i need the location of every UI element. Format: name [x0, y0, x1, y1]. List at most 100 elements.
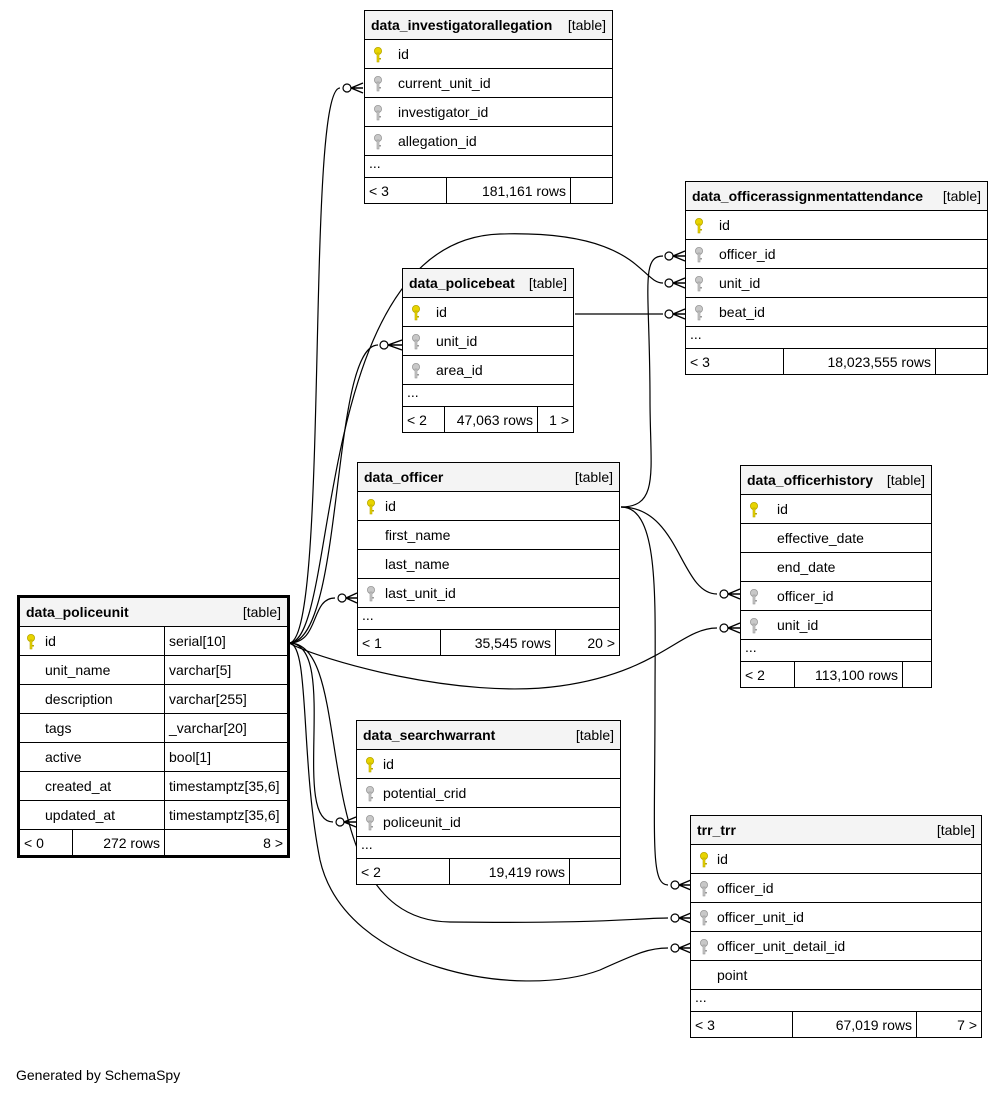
column-row[interactable]: officer_id — [686, 240, 987, 269]
foreign-key-icon — [365, 815, 375, 831]
column-row[interactable]: id — [741, 495, 931, 524]
children-link[interactable] — [935, 349, 987, 374]
edge-officer-trr — [620, 506, 669, 886]
column-row[interactable]: first_name — [358, 521, 619, 550]
column-row[interactable]: id — [691, 845, 981, 874]
children-link[interactable] — [570, 178, 612, 203]
column-row[interactable]: unit_id — [403, 327, 573, 356]
parents-link[interactable]: < 2 — [361, 863, 381, 880]
parents-link[interactable]: < 1 — [362, 634, 382, 651]
column-row[interactable]: officer_id — [691, 874, 981, 903]
children-link[interactable]: 8 > — [164, 830, 287, 855]
row-count: 47,063 rows — [444, 407, 537, 432]
column-row[interactable]: beat_id — [686, 298, 987, 327]
table-type: [table] — [574, 469, 613, 485]
primary-key-icon — [365, 757, 375, 773]
parents-link[interactable]: < 3 — [695, 1016, 715, 1033]
table-type: [table] — [575, 727, 614, 743]
table-trr[interactable]: trr_trr [table] id officer_id officer_un… — [690, 815, 982, 1038]
children-link[interactable]: 1 > — [537, 407, 573, 432]
table-type: [table] — [567, 17, 606, 33]
parents-link[interactable]: < 2 — [745, 666, 765, 683]
parents-link[interactable]: < 0 — [24, 834, 44, 851]
table-type: [table] — [886, 472, 925, 488]
children-link[interactable] — [902, 662, 931, 687]
column-row[interactable]: unit_id — [741, 611, 931, 640]
column-row[interactable]: unit_id — [686, 269, 987, 298]
edge-policeunit-officer — [288, 597, 336, 644]
column-row[interactable]: id — [357, 750, 620, 779]
table-type: [table] — [942, 188, 981, 204]
column-row[interactable]: id — [365, 40, 612, 69]
foreign-key-icon — [749, 618, 759, 634]
row-count: 18,023,555 rows — [783, 349, 935, 374]
table-name[interactable]: data_policeunit — [26, 604, 129, 620]
table-type: [table] — [528, 275, 567, 291]
table-officerhistory[interactable]: data_officerhistory [table] id effective… — [740, 465, 932, 688]
table-name[interactable]: trr_trr — [697, 822, 736, 838]
column-row[interactable]: allegation_id — [365, 127, 612, 156]
edge-policeunit-investigatorallegation — [288, 87, 341, 644]
foreign-key-icon — [373, 105, 383, 121]
more-columns: ... — [403, 384, 573, 407]
column-row[interactable]: tags_varchar[20] — [20, 714, 287, 743]
more-columns: ... — [365, 155, 612, 178]
column-row[interactable]: current_unit_id — [365, 69, 612, 98]
children-link[interactable] — [569, 859, 620, 884]
column-row[interactable]: area_id — [403, 356, 573, 385]
primary-key-icon — [26, 634, 36, 650]
column-row[interactable]: id — [358, 492, 619, 521]
column-type: varchar[5] — [164, 656, 231, 684]
table-name[interactable]: data_officer — [364, 469, 444, 485]
more-columns: ... — [686, 326, 987, 349]
children-link[interactable]: 7 > — [916, 1012, 981, 1037]
column-row[interactable]: id — [686, 211, 987, 240]
column-row[interactable]: officer_id — [741, 582, 931, 611]
column-row[interactable]: officer_unit_id — [691, 903, 981, 932]
table-investigatorallegation[interactable]: data_investigatorallegation [table] id c… — [364, 10, 613, 204]
column-row[interactable]: effective_date — [741, 524, 931, 553]
column-row[interactable]: id — [403, 298, 573, 327]
foreign-key-icon — [373, 76, 383, 92]
primary-key-icon — [411, 305, 421, 321]
table-searchwarrant[interactable]: data_searchwarrant [table] id potential_… — [356, 720, 621, 885]
column-row[interactable]: point — [691, 961, 981, 990]
children-link[interactable]: 20 > — [555, 630, 619, 655]
column-row[interactable]: officer_unit_detail_id — [691, 932, 981, 961]
row-count: 113,100 rows — [794, 662, 902, 687]
foreign-key-icon — [694, 305, 704, 321]
parents-link[interactable]: < 2 — [407, 411, 427, 428]
table-name[interactable]: data_investigatorallegation — [371, 17, 553, 33]
table-name[interactable]: data_officerhistory — [747, 472, 874, 488]
table-name[interactable]: data_searchwarrant — [363, 727, 496, 743]
column-row[interactable]: potential_crid — [357, 779, 620, 808]
column-row[interactable]: investigator_id — [365, 98, 612, 127]
primary-key-icon — [749, 502, 759, 518]
column-type: timestamptz[35,6] — [164, 772, 280, 800]
parents-link[interactable]: < 3 — [690, 353, 710, 370]
foreign-key-icon — [373, 134, 383, 150]
column-row[interactable]: last_unit_id — [358, 579, 619, 608]
foreign-key-icon — [411, 334, 421, 350]
column-row[interactable]: policeunit_id — [357, 808, 620, 837]
table-name[interactable]: data_policebeat — [409, 275, 515, 291]
more-columns: ... — [691, 989, 981, 1012]
table-policebeat[interactable]: data_policebeat [table] id unit_id area_… — [402, 268, 574, 433]
table-officerassignmentattendance[interactable]: data_officerassignmentattendance [table]… — [685, 181, 988, 375]
column-row[interactable]: last_name — [358, 550, 619, 579]
parents-link[interactable]: < 3 — [369, 182, 389, 199]
primary-key-icon — [694, 218, 704, 234]
table-footer: < 2 47,063 rows 1 > — [403, 407, 573, 432]
table-name[interactable]: data_officerassignmentattendance — [692, 188, 924, 204]
column-type: _varchar[20] — [164, 714, 247, 742]
column-row[interactable]: end_date — [741, 553, 931, 582]
column-type: timestamptz[35,6] — [164, 801, 280, 829]
table-officer[interactable]: data_officer [table] id first_name last_… — [357, 462, 620, 656]
